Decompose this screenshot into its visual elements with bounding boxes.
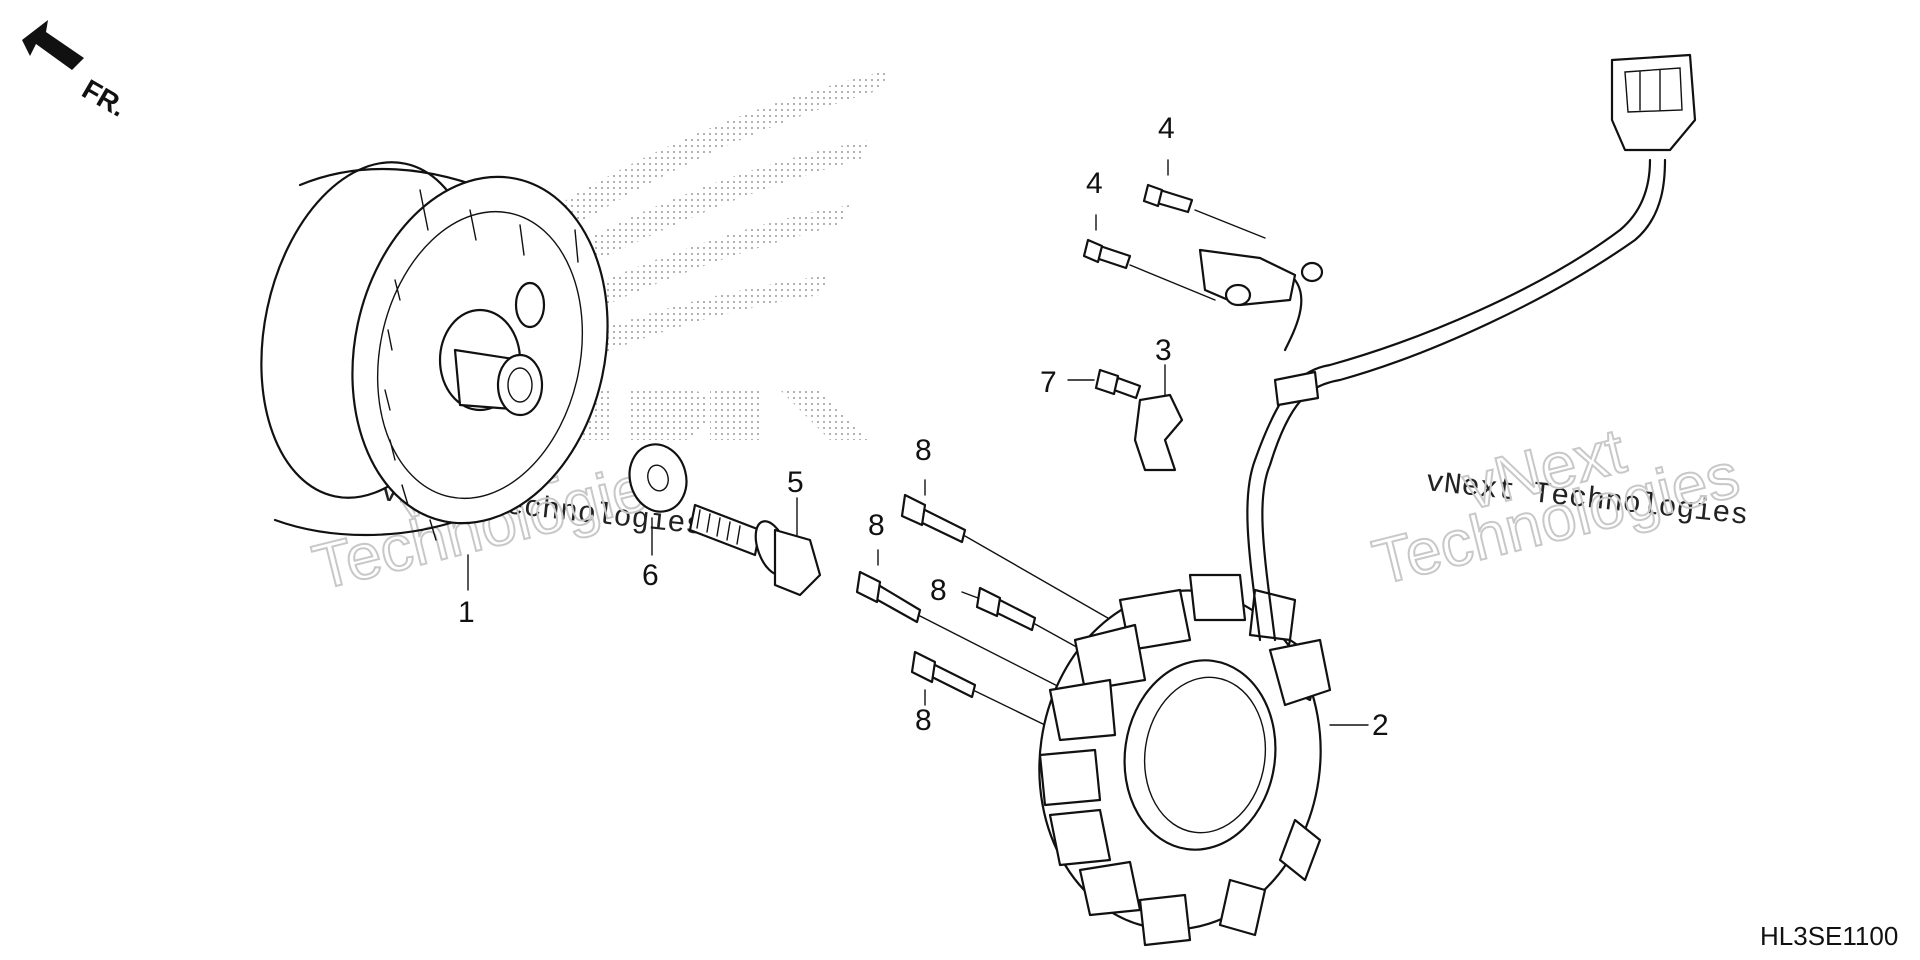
washer-part [628, 443, 688, 556]
bolt-8b [855, 549, 1086, 701]
wire-harness-part [1246, 53, 1697, 642]
brand-wing-logo [520, 70, 890, 440]
front-direction-arrow: FR. [22, 20, 132, 123]
bolt-8a [900, 479, 1121, 626]
callout-6: 6 [642, 559, 659, 592]
front-direction-label: FR. [77, 73, 132, 122]
callout-8a: 8 [915, 434, 932, 467]
callout-7: 7 [1040, 366, 1057, 399]
callout-4b: 4 [1086, 167, 1103, 200]
callout-8c: 8 [930, 574, 947, 607]
callout-8d: 8 [915, 704, 932, 737]
bolt-8c [961, 586, 1101, 661]
callout-5: 5 [787, 466, 804, 499]
callout-labels: 1 2 3 4 4 5 6 7 8 8 8 8 [458, 112, 1389, 742]
wire-clamp-part [1133, 364, 1184, 472]
callout-2: 2 [1372, 709, 1389, 742]
bolt-7 [1067, 368, 1142, 400]
diagram-code: HL3SE1100 [1760, 921, 1898, 951]
stator-part [1038, 573, 1369, 947]
bolt-4a [1142, 159, 1266, 239]
callout-1: 1 [458, 596, 475, 629]
flange-bolt-part [688, 497, 822, 597]
callout-3: 3 [1155, 334, 1172, 367]
pulse-sensor-part [1198, 248, 1324, 352]
callout-8b: 8 [868, 509, 885, 542]
bolt-8d [910, 650, 1046, 726]
callout-4a: 4 [1158, 112, 1175, 145]
flywheel-part [260, 161, 609, 591]
bolt-4b [1082, 214, 1216, 301]
